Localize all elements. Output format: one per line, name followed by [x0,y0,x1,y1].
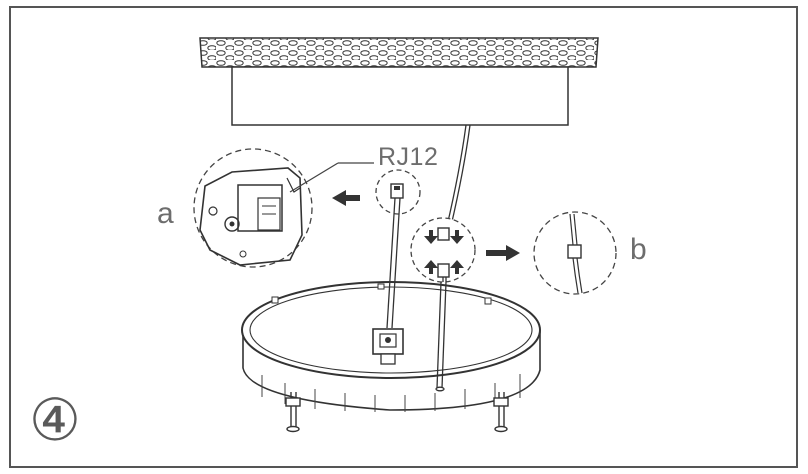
detail-a-circle [193,148,313,268]
detail-a-label: a [157,197,174,230]
ceiling-canopy [231,66,569,126]
rj12-label: RJ12 [378,143,439,171]
detail-b-label: b [630,233,647,266]
arrow-up-icon [424,260,464,274]
step-number: ④ [29,386,81,454]
detail-b-circle [533,211,617,295]
rj12-leader-line [289,162,339,193]
arrow-left-icon [332,190,360,206]
rj12-plug-circle [375,169,421,215]
power-cable [435,281,447,392]
connector-detail-circle [410,217,476,283]
mounting-pins [285,392,509,433]
arrow-down-icon [424,230,464,244]
rj12-cable [386,197,401,329]
arrow-right-icon [486,245,520,261]
ceiling-cable [446,124,471,227]
ceiling [199,37,599,68]
diagram-frame [9,6,798,468]
driver-connector-box [372,328,404,365]
